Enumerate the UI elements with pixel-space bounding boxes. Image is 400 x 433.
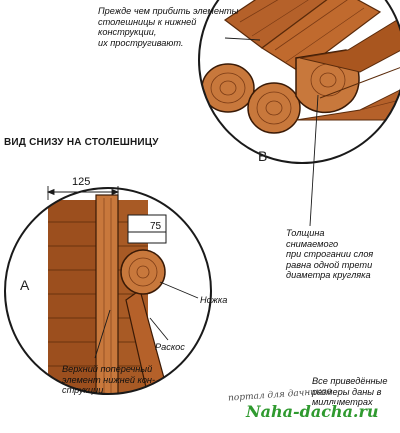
detail-a <box>4 187 212 395</box>
note-top-line: Прежде чем прибить элементы <box>98 6 239 16</box>
footer-note-line: Все приведённые <box>312 376 388 386</box>
detail-a-letter: А <box>20 277 30 293</box>
dimension-125-label: 125 <box>72 176 91 188</box>
label-beam: Верхний поперечный элемент нижней кон- с… <box>62 364 155 396</box>
note-top-line: конструкции, <box>98 27 157 37</box>
log-back-2 <box>260 0 382 73</box>
note-thickness: Толщина снимаемого при строгании слоя ра… <box>286 228 373 281</box>
note-top-line: столешницы к нижней <box>98 16 197 27</box>
label-beam-line: Верхний поперечный <box>62 364 153 374</box>
note-thickness-line: равна одной трети <box>286 259 373 270</box>
note-thickness-line: диаметра кругляка <box>286 270 371 280</box>
note-thickness-line: снимаемого <box>286 238 339 249</box>
footer-note-line: миллиметрах <box>312 397 373 407</box>
note-top: Прежде чем прибить элементы столешницы к… <box>98 6 238 48</box>
log-end-2 <box>247 82 301 134</box>
watermark-site: Naha-dacha.ru <box>246 402 379 421</box>
leader-note-top <box>224 37 261 41</box>
footer-note-line: размеры даны в <box>312 386 382 397</box>
note-thickness-line: при строгании слоя <box>286 249 374 259</box>
heading-bottom-view: ВИД СНИЗУ НА СТОЛЕШНИЦУ <box>4 137 159 148</box>
log-back-1 <box>223 0 342 49</box>
leg-end <box>120 249 166 295</box>
dimension-125 <box>46 186 120 200</box>
leader-beam <box>94 309 111 359</box>
leader-thickness <box>309 94 319 227</box>
note-top-line: их простругивают. <box>98 37 184 48</box>
dimension-75-label: 75 <box>150 221 162 232</box>
label-brace: Раскос <box>155 342 185 352</box>
footer-note: Все приведённые размеры даны в миллиметр… <box>312 376 387 408</box>
note-thickness-line: Толщина <box>286 228 325 238</box>
label-beam-line: струкции <box>62 385 104 395</box>
detail-b-letter: В <box>258 148 268 164</box>
leader-leg <box>159 281 199 299</box>
label-leg: Ножка <box>200 295 228 305</box>
detail-b <box>198 0 400 164</box>
label-beam-line: элемент нижней кон- <box>62 374 156 385</box>
log-end-1 <box>201 63 255 113</box>
leader-brace <box>149 317 169 341</box>
